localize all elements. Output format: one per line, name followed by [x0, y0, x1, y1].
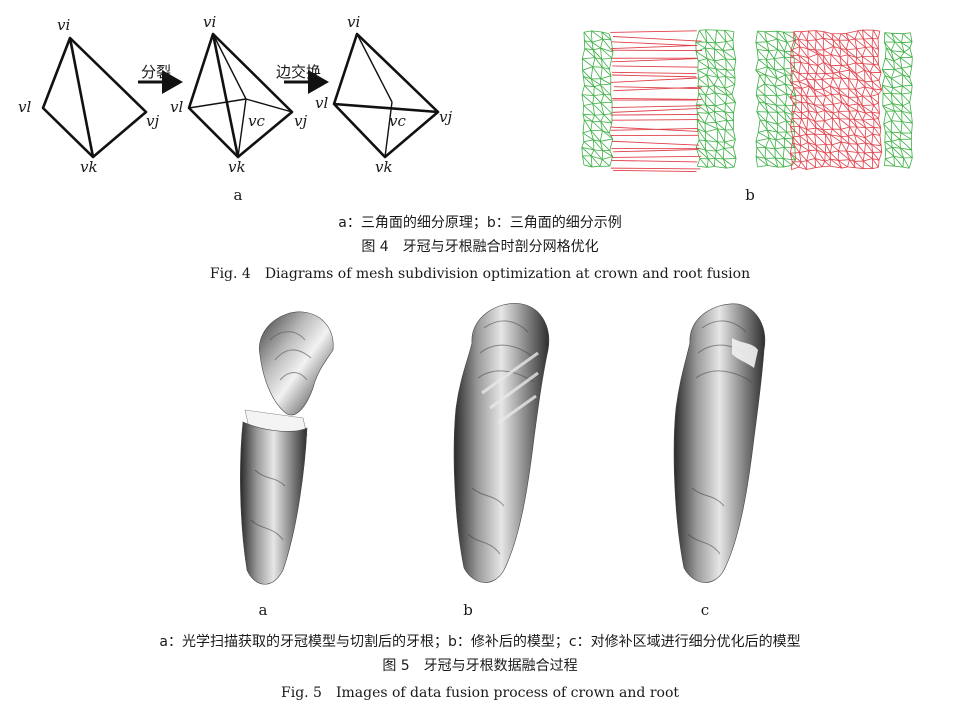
tetra-diagram-swapped: [332, 32, 440, 159]
node-label-vk: vk: [228, 158, 246, 176]
node-label-vc: vc: [389, 112, 406, 130]
fig4-panel-label-b: b: [745, 186, 755, 204]
fig5-caption-cn: 图 5 牙冠与牙根数据融合过程: [382, 658, 578, 674]
fig4-subcaption: a：三角面的细分原理；b：三角面的细分示例: [338, 215, 622, 231]
split-label: 分裂: [141, 63, 172, 81]
fig5-caption-en: Fig. 5 Images of data fusion process of …: [281, 685, 679, 701]
node-label-vk: vk: [375, 158, 393, 176]
fig5-panel-label-c: c: [700, 601, 710, 619]
node-label-vl: vl: [18, 98, 32, 116]
node-label-vc: vc: [248, 112, 265, 130]
node-label-vk: vk: [80, 158, 98, 176]
node-label-vj: vj: [146, 112, 160, 130]
node-label-vj: vj: [294, 112, 308, 130]
tetra-diagram-original: [41, 36, 148, 159]
tetra-diagram-split: [187, 32, 294, 159]
node-label-vl: vl: [315, 94, 329, 112]
node-label-vl: vl: [170, 98, 184, 116]
fig5-subcaption: a：光学扫描获取的牙冠模型与切割后的牙根；b：修补后的模型；c：对修补区域进行细…: [159, 634, 801, 650]
edge-swap-label: 边交换: [276, 63, 322, 81]
fig4-caption-en: Fig. 4 Diagrams of mesh subdivision opti…: [209, 266, 751, 282]
tooth-render-c: [673, 303, 766, 583]
node-label-vi: vi: [57, 16, 71, 34]
fig5-panel-label-a: a: [258, 601, 268, 619]
tooth-render-a: [240, 311, 334, 585]
mesh-example-after: [755, 29, 918, 174]
node-label-vi: vi: [347, 13, 361, 31]
fig5-panel-label-b: b: [463, 601, 473, 619]
node-label-vj: vj: [439, 108, 453, 126]
fig4-caption-cn: 图 4 牙冠与牙根融合时剖分网格优化: [361, 239, 599, 255]
node-label-vi: vi: [203, 13, 217, 31]
fig4-panel-label-a: a: [233, 186, 243, 204]
mesh-example-before: [581, 29, 737, 174]
tooth-render-b: [453, 303, 550, 583]
